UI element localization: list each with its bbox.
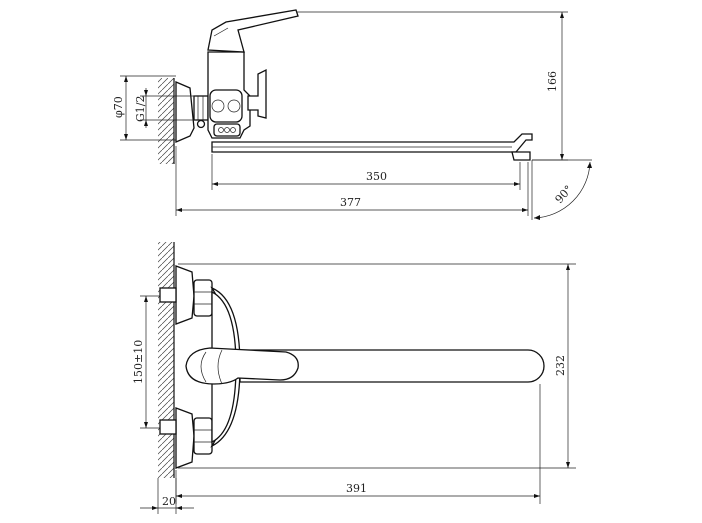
wall-section-side	[158, 78, 174, 164]
dim-spout-reach-label: 391	[346, 482, 367, 495]
diverter-lever	[247, 68, 267, 119]
side-view: 377 350 166 φ70	[112, 9, 592, 220]
dim-thread: G1/2	[134, 88, 196, 128]
dim-thread-label: G1/2	[134, 96, 147, 123]
dim-depth-label: 232	[554, 355, 567, 376]
dim-wall-offset: 20	[140, 478, 194, 514]
lever-handle-top	[185, 347, 299, 385]
top-view: 391 150±10 232 20	[132, 242, 576, 514]
lever-handle-side	[207, 9, 299, 53]
dim-swivel-angle: 90°	[531, 159, 592, 220]
dim-spout-length: 350	[211, 154, 521, 190]
wall-rosette-side	[175, 81, 195, 143]
dim-wall-offset-label: 20	[162, 495, 176, 508]
dim-centres-label: 150±10	[132, 340, 145, 384]
spout-side	[211, 133, 533, 153]
eccentric-connector	[193, 95, 209, 121]
wall-section-top	[158, 242, 174, 478]
rosette-lower	[175, 407, 195, 469]
dim-centres: 150±10	[132, 295, 160, 429]
nut-side	[196, 119, 206, 129]
dim-height-label: 166	[546, 71, 559, 92]
dim-spout-length-label: 350	[366, 170, 387, 183]
dim-height: 166	[296, 11, 568, 161]
dim-depth: 232	[178, 263, 576, 469]
connector-nut-lower	[193, 417, 213, 455]
cartridge-housing	[209, 89, 243, 123]
dim-width-total-label: 377	[340, 196, 361, 209]
spout-top	[239, 349, 545, 383]
dim-width-total: 377	[175, 146, 529, 216]
dim-rosette-diameter: φ70	[112, 75, 176, 141]
dim-rosette-diameter-label: φ70	[112, 96, 125, 118]
rosette-upper	[175, 265, 195, 325]
connector-nut-upper	[193, 279, 213, 317]
aerator-side	[511, 151, 531, 161]
